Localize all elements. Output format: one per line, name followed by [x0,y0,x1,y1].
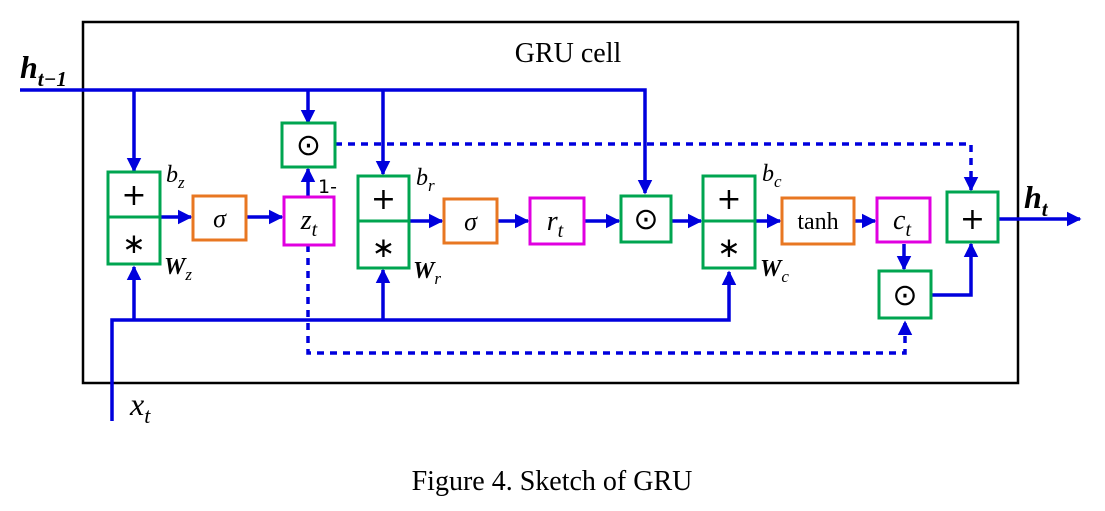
svg-text:ct: ct [893,205,911,241]
svg-text:σ: σ [464,207,478,236]
r-linear-block: + ∗ [356,174,411,270]
svg-text:tanh: tanh [797,209,838,235]
r-state-box: rt [528,196,586,246]
gru-cell-frame [81,20,1020,385]
r-sigma-box: σ [442,197,499,245]
dashed-z-to-odot3 [306,245,913,355]
gru-cell-label: GRU cell [515,38,622,69]
tanh-box: tanh [780,196,856,246]
bz-label: bz [166,162,185,192]
wz-label: Wz [164,254,192,284]
svg-text:⊙: ⊙ [633,202,658,237]
r-product-sign: ∗ [372,231,395,264]
c-state-box: ct [875,196,932,244]
c-sum-sign: + [716,182,741,217]
c-product-sign: ∗ [717,231,740,264]
wire-odot3-to-sum [931,242,979,297]
bc-label: bc [762,161,782,191]
x-bus [110,270,737,421]
svg-text:⊙: ⊙ [296,128,321,163]
br-label: br [416,165,435,195]
one-minus-label: 1- [318,176,337,198]
wc-label: Wc [760,256,789,286]
h-prev-label: ht−1 [20,49,67,91]
output-sum-box: + [945,190,1000,244]
z-sigma-box: σ [191,194,248,242]
z-state-box: zt [282,195,336,247]
z-sum-sign: + [121,178,146,213]
h-prev-bus [20,88,653,195]
svg-text:⊙: ⊙ [892,278,917,313]
c-linear-block: + ∗ [701,174,757,270]
h-out-label: ht [1024,179,1049,221]
odot-bottom-box: ⊙ [877,269,933,320]
svg-text:+: + [960,202,985,237]
svg-text:rt: rt [547,206,564,242]
svg-text:zt: zt [300,205,318,241]
r-sum-sign: + [371,182,396,217]
odot-top-box: ⊙ [280,121,337,169]
odot-middle-box: ⊙ [619,194,673,244]
wr-label: Wr [413,258,441,288]
z-product-sign: ∗ [122,227,145,260]
x-label: xt [129,386,151,428]
dashed-odot1-to-sum [335,142,979,192]
svg-text:σ: σ [213,204,227,233]
figure-caption: Figure 4. Sketch of GRU [412,466,693,497]
z-linear-block: + ∗ [106,170,162,266]
